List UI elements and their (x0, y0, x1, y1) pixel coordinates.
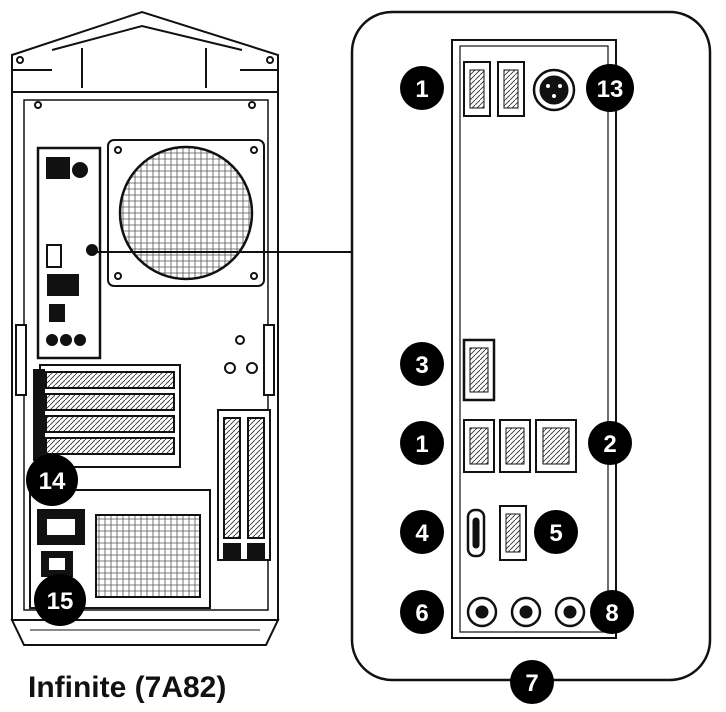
pc-tower (10, 10, 280, 646)
callout-badge: 15 (34, 574, 86, 626)
callout-badge: 1 (400, 421, 444, 465)
svg-text:8: 8 (605, 600, 618, 627)
callout-badge: 2 (588, 421, 632, 465)
io-zoom-panel (350, 10, 712, 682)
model-caption: Infinite (7A82) (28, 671, 227, 704)
svg-text:1: 1 (415, 76, 428, 103)
callout-badge: 6 (400, 590, 444, 634)
callout-badge: 3 (400, 342, 444, 386)
svg-text:7: 7 (525, 670, 538, 697)
vertical-slots (217, 409, 271, 561)
callout-badge: 4 (400, 510, 444, 554)
svg-text:15: 15 (47, 588, 74, 615)
svg-text:4: 4 (415, 520, 429, 547)
svg-text:1: 1 (415, 431, 428, 458)
expansion-slots (33, 364, 181, 468)
callout-badge: 8 (590, 590, 634, 634)
svg-text:2: 2 (603, 431, 616, 458)
svg-text:6: 6 (415, 600, 428, 627)
tower-top-cap (11, 10, 279, 93)
callout-badge: 13 (586, 64, 634, 112)
tower-foot (10, 619, 280, 646)
callout-badge: 14 (26, 454, 78, 506)
callout-badge: 7 (510, 660, 554, 704)
svg-text:5: 5 (549, 520, 562, 547)
callout-badge: 5 (534, 510, 578, 554)
svg-text:13: 13 (597, 76, 624, 103)
svg-text:3: 3 (415, 352, 428, 379)
svg-text:14: 14 (39, 468, 66, 495)
callout-badge: 1 (400, 66, 444, 110)
callout-badges: 1 13 3 1 2 4 5 6 (26, 64, 634, 704)
